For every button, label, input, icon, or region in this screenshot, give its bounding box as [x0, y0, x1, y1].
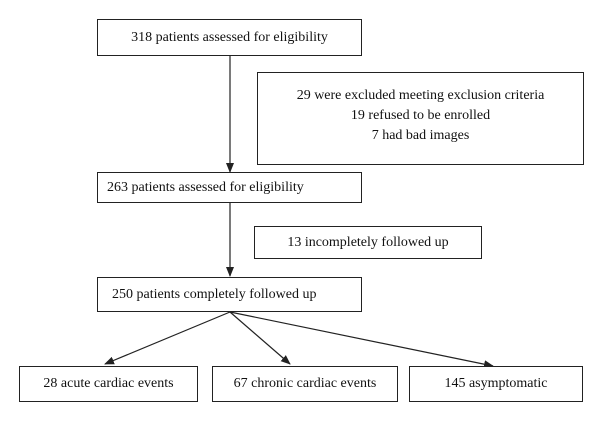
exclusion-criteria-text: 29 were excluded meeting exclusion crite… — [296, 88, 545, 103]
acute-events-box: 28 acute cardiac events — [19, 366, 198, 402]
chronic-events-text: 67 chronic cardiac events — [233, 376, 377, 391]
asymptomatic-box: 145 asymptomatic — [409, 366, 583, 402]
refused-enrollment-text: 19 refused to be enrolled — [350, 108, 491, 123]
acute-events-text: 28 acute cardiac events — [43, 376, 174, 391]
arrow-to-chronic-events — [229, 311, 291, 365]
exclusions-box: 29 were excluded meeting exclusion crite… — [257, 72, 584, 165]
arrow-to-asymptomatic — [229, 311, 494, 369]
incomplete-followup-text: 13 incompletely followed up — [287, 235, 449, 250]
eligibility-318-text: 318 patients assessed for eligibility — [131, 30, 328, 45]
completed-followup-text: 250 patients completely followed up — [112, 287, 317, 302]
completed-followup-box: 250 patients completely followed up — [97, 277, 362, 312]
incomplete-followup-box: 13 incompletely followed up — [254, 226, 482, 259]
eligibility-box-263: 263 patients assessed for eligibility — [97, 172, 362, 203]
asymptomatic-text: 145 asymptomatic — [444, 376, 548, 391]
chronic-events-box: 67 chronic cardiac events — [212, 366, 398, 402]
arrow-to-acute-events — [104, 311, 231, 365]
eligibility-263-text: 263 patients assessed for eligibility — [107, 180, 304, 195]
bad-images-text: 7 had bad images — [371, 128, 470, 143]
eligibility-box-318: 318 patients assessed for eligibility — [97, 19, 362, 56]
